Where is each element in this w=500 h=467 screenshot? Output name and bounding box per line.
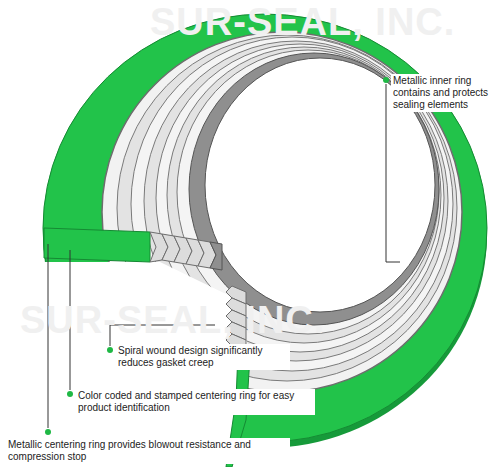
inner-ring-section — [210, 242, 222, 270]
watermark: SUR-SEAL, INC. — [20, 300, 325, 340]
ring-section — [44, 228, 150, 262]
callout-text: Spiral wound design significantly reduce… — [116, 344, 290, 370]
callout-text: Metallic centering ring provides blowout… — [6, 438, 290, 464]
leader-lines — [48, 84, 400, 428]
leader-dots — [45, 77, 389, 435]
callout-text: Color coded and stamped centering ring f… — [76, 389, 315, 415]
winding-section — [150, 232, 216, 268]
callout-text: Metallic inner ring contains and protect… — [391, 74, 497, 112]
watermark: SUR-SEAL, INC. — [150, 2, 455, 42]
